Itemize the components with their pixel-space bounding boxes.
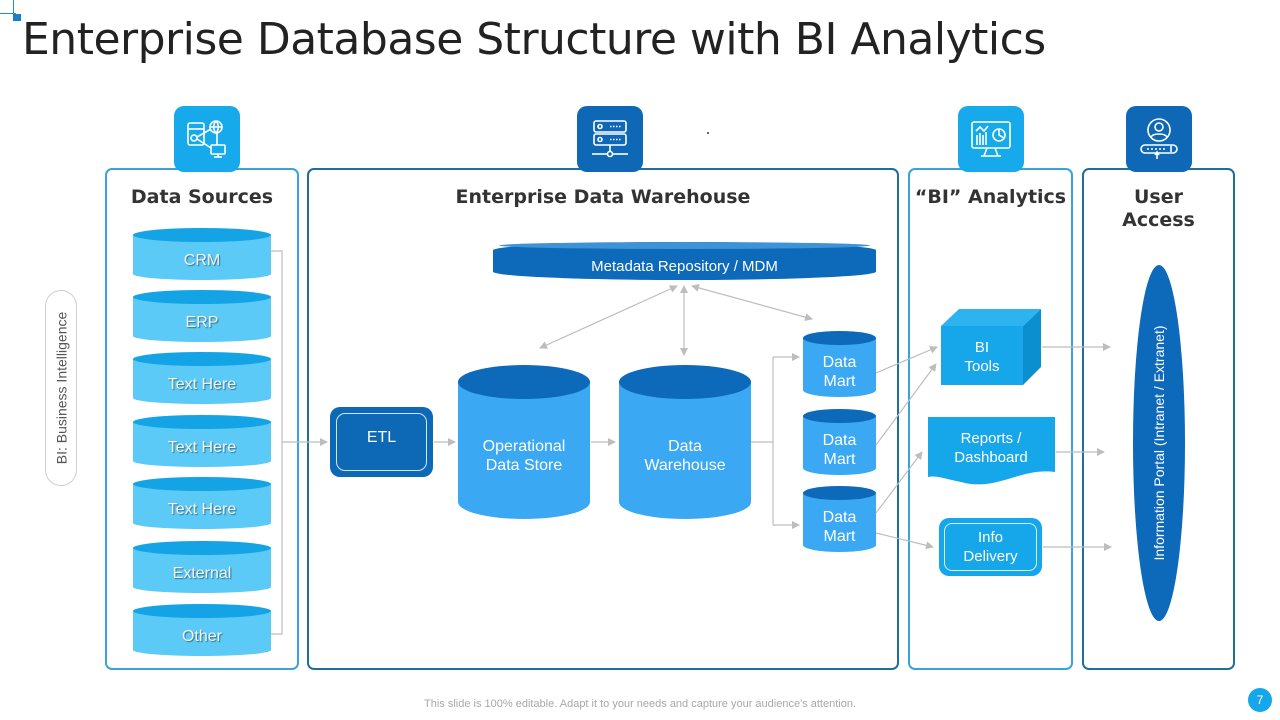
- data-source-label: ERP: [185, 314, 219, 331]
- information-portal-label: Information Portal (Intranet / Extranet): [1151, 325, 1167, 561]
- operational-data-store[interactable]: Operational Data Store: [458, 365, 590, 519]
- data-source-label: Text Here: [167, 501, 237, 518]
- data-mart-label-line2: Mart: [823, 373, 856, 390]
- side-label-text: BI: Business Intelligence: [53, 311, 69, 465]
- side-label: BI: Business Intelligence: [45, 290, 77, 486]
- data-network-icon: [174, 106, 240, 172]
- panel-title-warehouse: Enterprise Data Warehouse: [455, 186, 751, 208]
- data-source-label: External: [172, 565, 232, 582]
- data-mart-label-line1: Data: [822, 432, 857, 449]
- page-number: 7: [1248, 688, 1272, 712]
- ods-label-line2: Data Store: [485, 457, 563, 474]
- data-source-label: Text Here: [167, 376, 237, 393]
- dw-label-line2: Warehouse: [644, 457, 726, 474]
- dw-label-line1: Data: [668, 438, 702, 455]
- data-mart-label-line2: Mart: [823, 451, 856, 468]
- metadata-repository[interactable]: Metadata Repository / MDM: [493, 242, 876, 280]
- corner-mark: [0, 0, 24, 24]
- bi-tools-box[interactable]: BI Tools: [941, 309, 1041, 385]
- data-warehouse[interactable]: Data Warehouse: [619, 365, 751, 519]
- data-source-cylinder[interactable]: Text Here: [133, 477, 271, 529]
- etl-box[interactable]: ETL: [330, 407, 433, 477]
- reports-label-line1: Reports /: [960, 430, 1022, 447]
- footer-note: This slide is 100% editable. Adapt it to…: [424, 698, 856, 710]
- metadata-repository-label: Metadata Repository / MDM: [591, 258, 778, 275]
- info-label-line1: Info: [977, 529, 1004, 546]
- stray-dot: [707, 132, 709, 134]
- panel-title-access-line1: User: [1134, 186, 1183, 208]
- data-source-label: CRM: [183, 252, 221, 269]
- data-mart-label-line2: Mart: [823, 528, 856, 545]
- panel-title-data-sources: Data Sources: [130, 186, 274, 208]
- reports-dashboard-box[interactable]: Reports / Dashboard: [926, 417, 1056, 487]
- info-label-line2: Delivery: [963, 548, 1018, 565]
- bi-tools-label-line1: BI: [974, 339, 990, 356]
- data-source-cylinder[interactable]: External: [133, 541, 271, 593]
- data-source-label: Text Here: [167, 439, 237, 456]
- data-mart-cylinder[interactable]: Data Mart: [803, 409, 876, 475]
- reports-label-line2: Dashboard: [954, 449, 1028, 466]
- ods-label-line1: Operational: [482, 438, 566, 455]
- user-login-icon: [1126, 106, 1192, 172]
- data-source-cylinder[interactable]: CRM: [133, 228, 271, 280]
- data-mart-label-line1: Data: [822, 509, 857, 526]
- data-source-cylinder[interactable]: Other: [133, 604, 271, 656]
- data-mart-label-line1: Data: [822, 354, 857, 371]
- data-mart-cylinder[interactable]: Data Mart: [803, 331, 876, 397]
- data-source-cylinder[interactable]: Text Here: [133, 352, 271, 404]
- information-portal[interactable]: Information Portal (Intranet / Extranet): [1133, 265, 1185, 621]
- etl-label: ETL: [336, 413, 427, 471]
- bi-tools-label-line2: Tools: [964, 358, 1000, 375]
- panel-title-access-line2: Access: [1122, 209, 1195, 231]
- data-mart-cylinder[interactable]: Data Mart: [803, 486, 876, 552]
- data-source-label: Other: [181, 628, 222, 645]
- data-source-cylinder[interactable]: ERP: [133, 290, 271, 342]
- monitor-chart-icon: [958, 106, 1024, 172]
- server-icon: [577, 106, 643, 172]
- data-source-cylinder[interactable]: Text Here: [133, 415, 271, 467]
- panel-title-analytics: “BI” Analytics: [914, 186, 1067, 208]
- page-title: Enterprise Database Structure with BI An…: [22, 14, 1046, 65]
